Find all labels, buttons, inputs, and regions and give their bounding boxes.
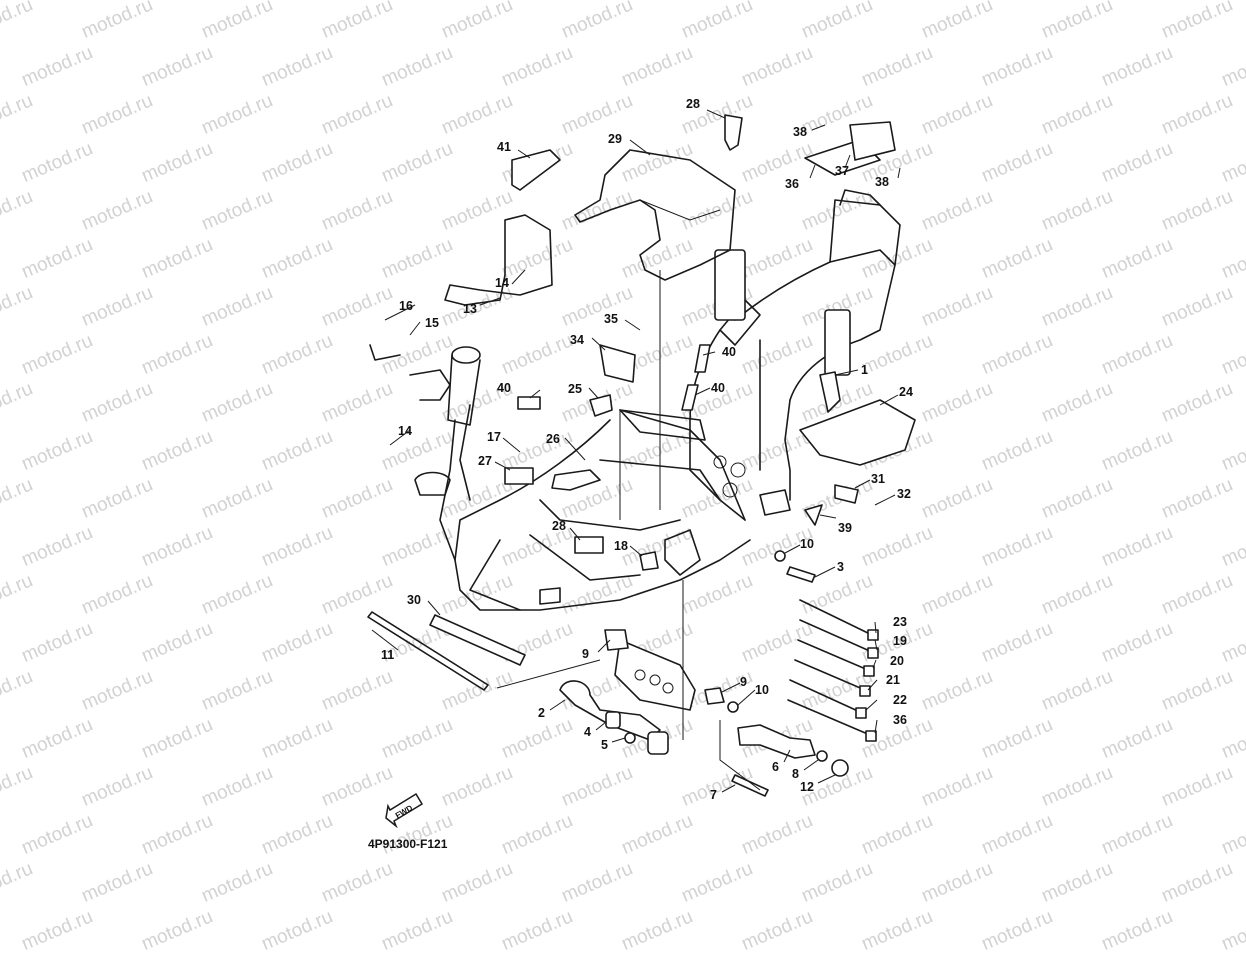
callout-3: 3 xyxy=(837,560,844,574)
callout-24: 23 xyxy=(893,615,907,629)
callout-14-upper: 14 xyxy=(495,276,509,290)
part-40-a xyxy=(517,396,541,410)
part-engine-mount-bushing xyxy=(647,731,669,755)
part-39 xyxy=(804,504,823,526)
callout-29-upper: 27 xyxy=(478,454,492,468)
part-40-b xyxy=(694,344,711,373)
frame-tab xyxy=(539,587,561,605)
callout-25: 25 xyxy=(568,382,582,396)
callout-28: 28 xyxy=(686,97,700,111)
part-5 xyxy=(624,732,636,744)
callout-34: 35 xyxy=(604,312,618,326)
callout-9-lower: 9 xyxy=(740,675,747,689)
frame-drawing xyxy=(367,109,916,797)
part-2 xyxy=(559,680,661,741)
callout-10-lower: 10 xyxy=(755,683,769,697)
callout-12: 12 xyxy=(800,780,814,794)
callout-17: 18 xyxy=(614,539,628,553)
callout-15: 15 xyxy=(425,316,439,330)
callout-30: 30 xyxy=(407,593,421,607)
callout-38-lower: 38 xyxy=(875,175,889,189)
part-11-axle xyxy=(367,611,489,691)
callout-7: 7 xyxy=(710,788,717,802)
part-33 xyxy=(599,344,636,383)
callout-1: 1 xyxy=(861,363,868,377)
part-27-cover xyxy=(574,149,736,281)
part-17-bracket xyxy=(759,489,791,516)
callout-29-lower: 28 xyxy=(552,519,566,533)
callout-23: 24 xyxy=(899,385,913,399)
part-10-upper xyxy=(774,550,786,562)
part-8 xyxy=(816,750,828,762)
steering-head xyxy=(369,344,481,496)
callout-16: 16 xyxy=(399,299,413,313)
diagram-code: 4P91300-F121 xyxy=(368,837,448,851)
callout-8: 8 xyxy=(792,767,799,781)
callout-9-upper: 9 xyxy=(582,647,589,661)
part-6 xyxy=(737,724,816,759)
part-31 xyxy=(834,484,859,504)
part-30 xyxy=(429,614,526,666)
part-4 xyxy=(605,711,621,729)
callout-18: 17 xyxy=(487,430,501,444)
callout-40-middle: 40 xyxy=(711,381,725,395)
callout-11: 11 xyxy=(381,648,395,662)
callout-33: 34 xyxy=(570,333,584,347)
callout-6: 6 xyxy=(772,760,779,774)
callout-40-left: 40 xyxy=(497,381,511,395)
part-10-lower xyxy=(727,701,739,713)
part-3 xyxy=(786,566,816,583)
part-37 xyxy=(849,121,896,161)
callout-13: 13 xyxy=(463,302,477,316)
part-12 xyxy=(831,759,849,777)
callout-10-upper: 10 xyxy=(800,537,814,551)
callout-14-lower: 14 xyxy=(398,424,412,438)
callout-32: 32 xyxy=(897,487,911,501)
part-23-plate xyxy=(799,399,916,466)
callout-27: 29 xyxy=(608,132,622,146)
part-29-a xyxy=(504,467,534,485)
part-9-lower xyxy=(704,687,725,705)
callout-40-upper: 40 xyxy=(722,345,736,359)
callout-39: 39 xyxy=(838,521,852,535)
part-13-bracket xyxy=(444,214,553,306)
part-25 xyxy=(589,394,613,417)
callout-2: 2 xyxy=(538,706,545,720)
part-29-b xyxy=(574,536,604,554)
cable-ties xyxy=(787,599,879,742)
callout-36: 36 xyxy=(785,177,799,191)
callout-41: 41 xyxy=(497,140,511,154)
main-frame xyxy=(439,189,901,611)
callout-5: 5 xyxy=(601,738,608,752)
part-17 xyxy=(639,551,659,571)
callout-20: 20 xyxy=(890,654,904,668)
part-40-c xyxy=(681,384,699,411)
part-41 xyxy=(511,149,561,191)
callout-37: 37 xyxy=(835,164,849,178)
leader-lines xyxy=(371,109,901,793)
callout-35: 36 xyxy=(893,713,907,727)
callout-19: 19 xyxy=(893,634,907,648)
callout-22: 22 xyxy=(893,693,907,707)
part-18 xyxy=(551,469,601,491)
callout-31: 31 xyxy=(871,472,885,486)
callout-26: 26 xyxy=(546,432,560,446)
callout-21: 21 xyxy=(886,673,900,687)
callout-38-upper: 38 xyxy=(793,125,807,139)
part-28-clip xyxy=(724,114,743,151)
fwd-arrow-icon: FWD xyxy=(382,788,432,833)
part-9-upper xyxy=(604,629,629,651)
part-7 xyxy=(731,774,769,797)
callout-4: 4 xyxy=(584,725,591,739)
part-1-tab xyxy=(819,371,841,413)
